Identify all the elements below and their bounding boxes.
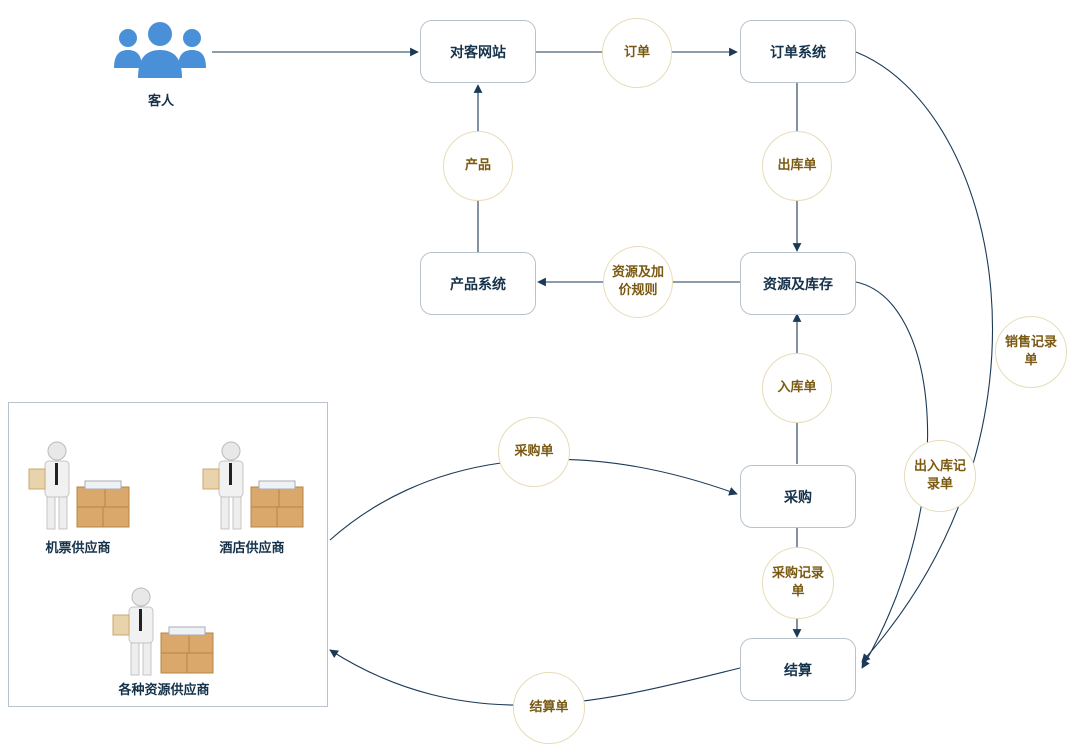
node-settlement[interactable]: 结算	[740, 638, 856, 701]
node-purchase[interactable]: 采购	[740, 465, 856, 528]
label-outbound-order: 出库单	[762, 131, 832, 201]
supplier-hotel-label: 酒店供应商	[219, 541, 285, 556]
node-resource-inventory[interactable]: 资源及库存	[740, 252, 856, 315]
node-website[interactable]: 对客网站	[420, 20, 536, 83]
label-settlement-order: 结算单	[513, 672, 585, 744]
node-order-system[interactable]: 订单系统	[740, 20, 856, 83]
label-product: 产品	[443, 131, 513, 201]
edge-resource-settlement	[855, 281, 929, 669]
supplier-person-icon	[202, 441, 304, 530]
supplier-air-ticket	[25, 437, 135, 533]
label-purchase-order: 采购单	[498, 417, 570, 487]
label-order: 订单	[602, 18, 672, 88]
supplier-group: 机票供应商 酒店供应商	[8, 402, 328, 707]
label-sales-record: 销售记录单	[995, 316, 1067, 388]
supplier-hotel	[199, 437, 309, 533]
supplier-various	[109, 583, 219, 679]
label-inbound-order: 入库单	[762, 353, 832, 423]
supplier-person-icon	[28, 441, 130, 530]
label-pricing-rules: 资源及加价规则	[603, 246, 673, 318]
supplier-person-icon	[112, 587, 214, 676]
node-product-system[interactable]: 产品系统	[420, 252, 536, 315]
supplier-various-label: 各种资源供应商	[118, 683, 210, 698]
label-in-out-record: 出入库记录单	[904, 440, 976, 512]
edge-order-settlement	[855, 51, 994, 663]
customer-icon	[114, 22, 206, 78]
customer-label: 客人	[147, 94, 174, 109]
label-purchase-record: 采购记录单	[762, 547, 834, 619]
supplier-air-ticket-label: 机票供应商	[45, 541, 111, 556]
